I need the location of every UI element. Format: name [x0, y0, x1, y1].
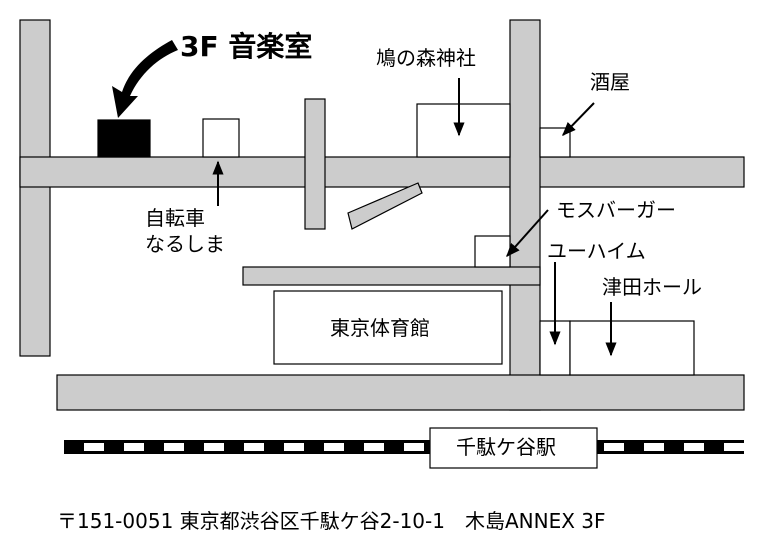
- tsuda-hall-label: 津田ホール: [602, 275, 702, 299]
- u-heim-label: ユーハイム: [547, 239, 646, 263]
- shrine-label: 鳩の森神社: [376, 46, 476, 70]
- rail-tie: [604, 443, 624, 451]
- arrow-mos-burger: [506, 209, 549, 258]
- bike-shop-building: [202, 118, 240, 158]
- road-upper-horizontal: [19, 156, 745, 188]
- station-label: 千駄ケ谷駅: [456, 435, 556, 459]
- road-left-vertical: [19, 19, 51, 357]
- buildings: [97, 103, 695, 469]
- road-right-vertical: [509, 19, 541, 411]
- rail-tie: [324, 443, 344, 451]
- roads: [19, 19, 745, 411]
- mos-burger-label: モスバーガー: [556, 198, 676, 222]
- gymnasium-building: [273, 290, 503, 365]
- mos-burger-building: [474, 235, 511, 268]
- address-text: 〒151-0051 東京都渋谷区千駄ケ谷2-10-1 木島ANNEX 3F: [57, 509, 606, 533]
- road-middle-horizontal: [242, 266, 541, 286]
- road-lower-horizontal: [56, 374, 745, 411]
- rail-tie: [244, 443, 264, 451]
- arrows: [212, 78, 617, 357]
- music-room-building: [97, 119, 151, 158]
- music-room-title: 3F 音楽室: [180, 30, 313, 63]
- railway: [64, 440, 744, 454]
- tsuda-hall-building: [569, 320, 695, 376]
- gymnasium-label: 東京体育館: [330, 316, 430, 340]
- rail-tie: [284, 443, 304, 451]
- station-box: [429, 427, 598, 469]
- rail-tie: [724, 443, 744, 451]
- rail-tie: [404, 443, 424, 451]
- road-short-vertical: [304, 98, 326, 230]
- rail-tie: [124, 443, 144, 451]
- rail-tie: [364, 443, 384, 451]
- arrow-liquor: [562, 102, 595, 137]
- rail-tie: [644, 443, 664, 451]
- rail-tie: [164, 443, 184, 451]
- bike-shop-label-line2: なるしま: [145, 232, 225, 256]
- road-diagonal: [347, 182, 423, 230]
- liquor-store-label: 酒屋: [590, 70, 630, 94]
- rail-tie: [204, 443, 224, 451]
- music-room-pointer-arrow: [112, 40, 178, 118]
- shrine-building: [416, 103, 511, 158]
- bike-shop-label-line1: 自転車: [145, 206, 205, 230]
- rail-tie: [84, 443, 104, 451]
- rail-tie: [684, 443, 704, 451]
